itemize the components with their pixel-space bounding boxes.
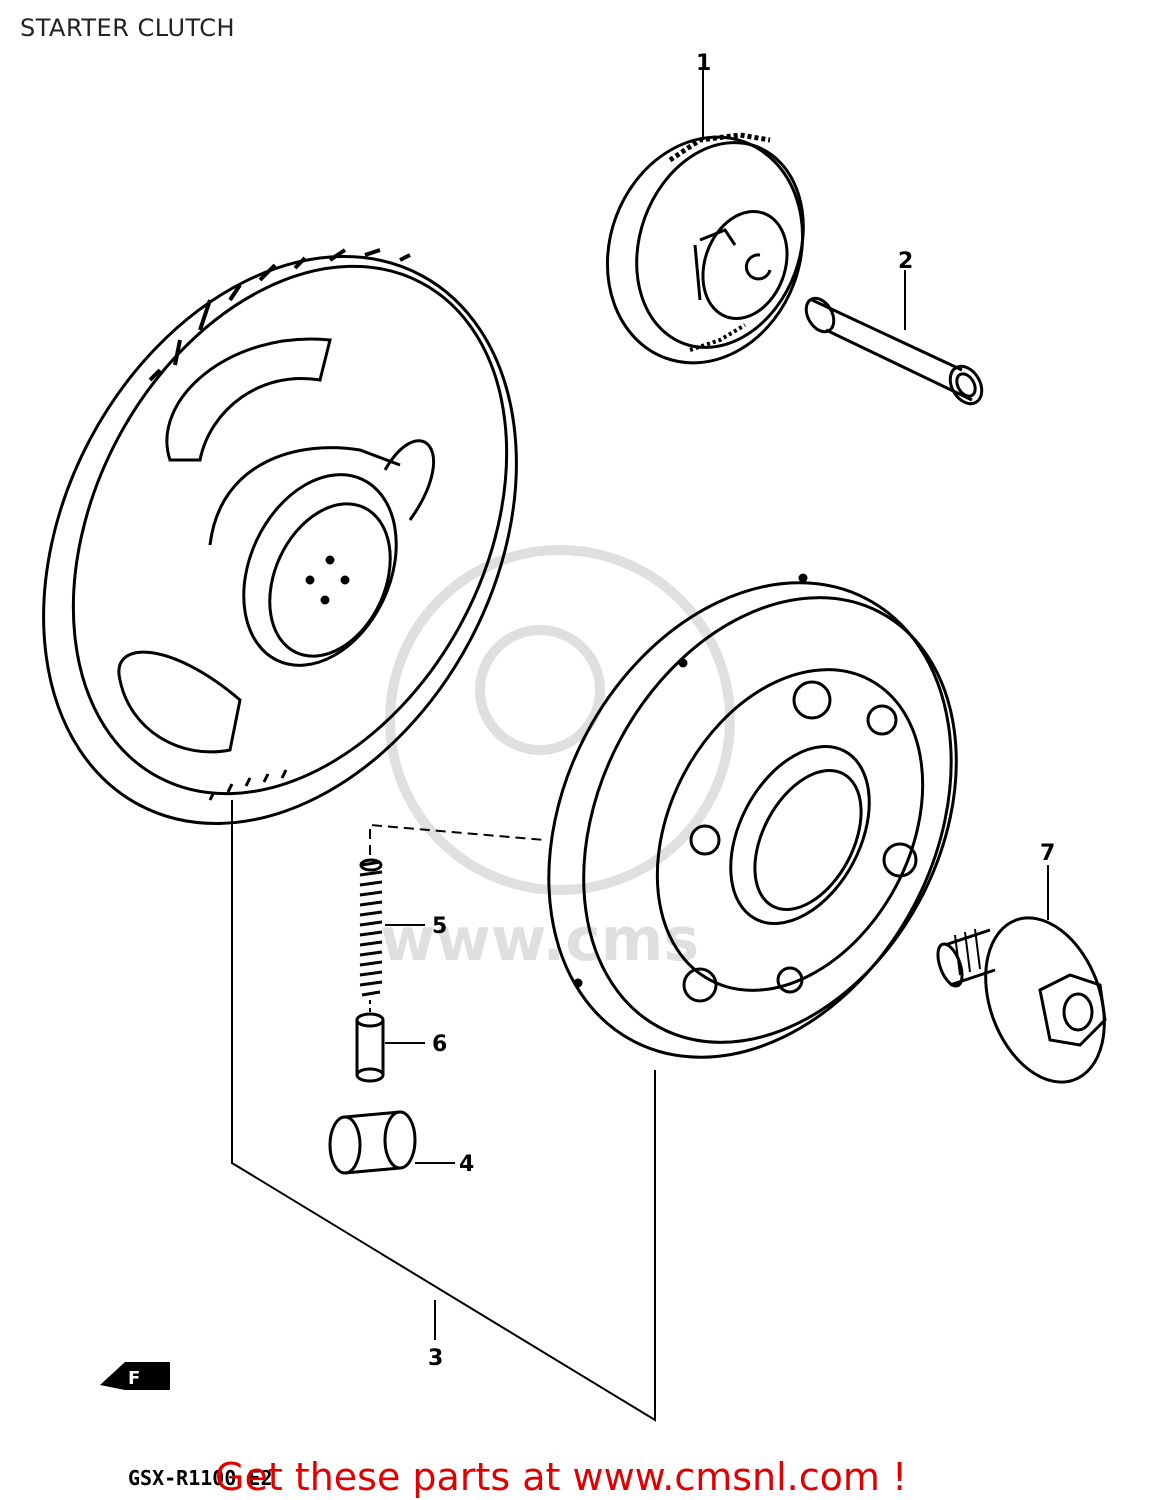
starter-clutch-body [547, 573, 958, 1059]
model-code: GSX-R1100 E2 [128, 1466, 273, 1490]
spring-plunger [355, 1012, 385, 1083]
clutch-roller [328, 1110, 417, 1175]
watermark-logo: www.cms [380, 545, 735, 975]
callout-6: 6 [432, 1032, 447, 1057]
starter-idle-gear [605, 132, 805, 365]
callout-5: 5 [432, 914, 447, 939]
svg-text:www.cms: www.cms [380, 905, 699, 975]
leader-lines [385, 70, 1049, 1340]
front-arrow-icon: F [100, 1362, 170, 1390]
cmsnl-parts-link[interactable]: Get these parts at www.cmsnl.com ! [215, 1455, 908, 1499]
spring [359, 858, 383, 997]
callout-2: 2 [898, 249, 913, 274]
callout-3: 3 [428, 1346, 443, 1371]
starter-gear-shaft [804, 296, 984, 406]
page-title: STARTER CLUTCH [20, 14, 236, 42]
starter-gear-large [42, 248, 518, 825]
assembly-lines [231, 800, 656, 1422]
starter-clutch-bolt [936, 916, 1107, 1084]
callout-4: 4 [459, 1152, 474, 1177]
callout-7: 7 [1040, 841, 1055, 866]
callout-1: 1 [696, 51, 711, 76]
front-marker-label: F [128, 1368, 140, 1389]
